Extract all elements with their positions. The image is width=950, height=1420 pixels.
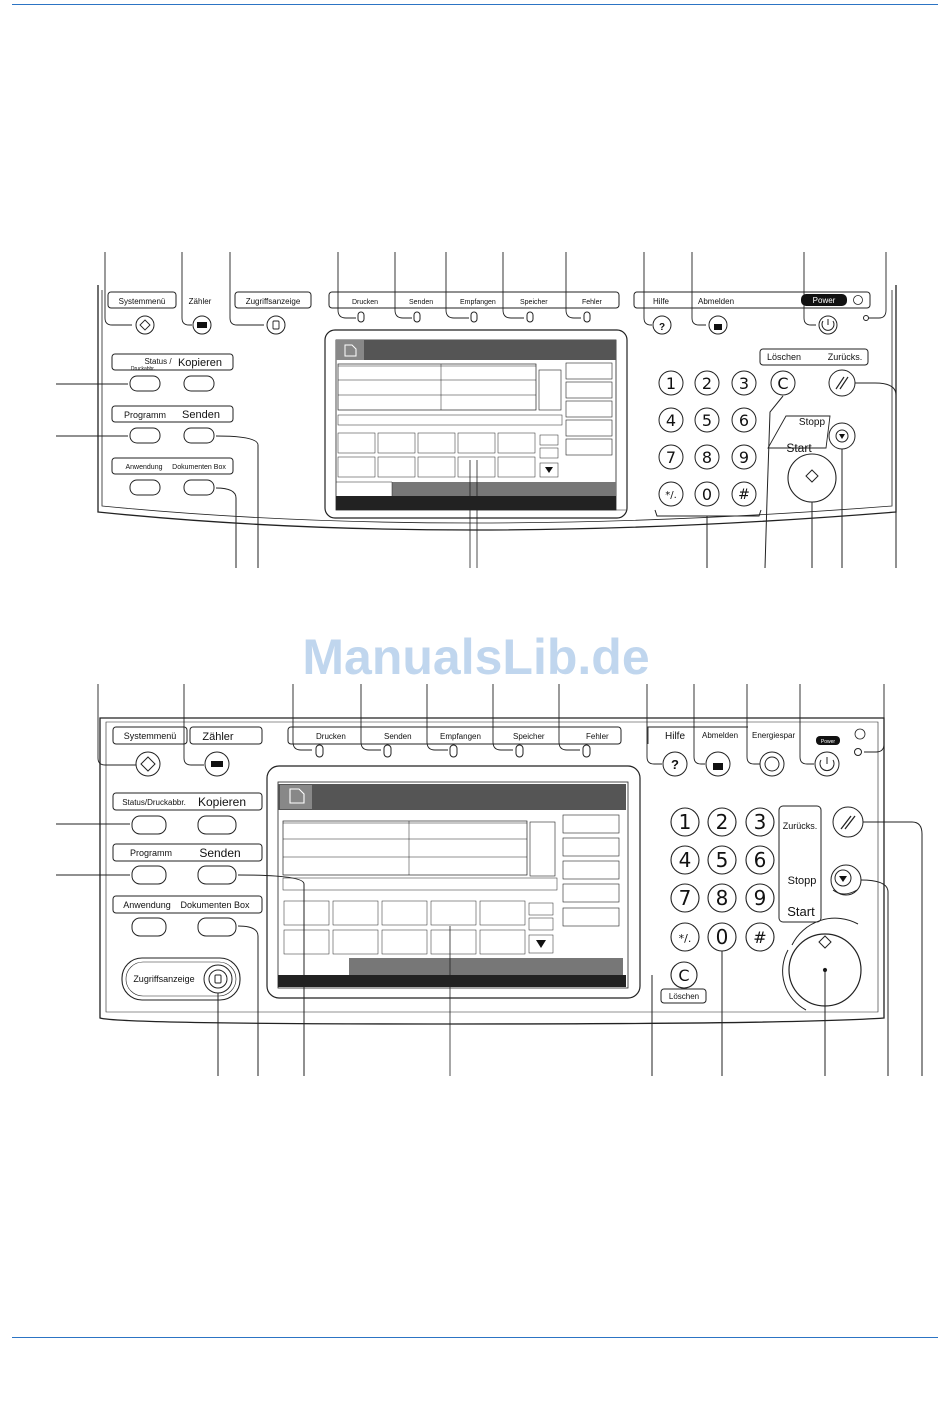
p1-key-3[interactable]: 3 bbox=[739, 374, 749, 393]
p2-header-fehler: Fehler bbox=[586, 732, 609, 741]
p2-key-2[interactable]: 2 bbox=[716, 810, 729, 834]
p2-copy-label: Kopieren bbox=[198, 795, 246, 809]
p1-clear-label: Löschen bbox=[767, 352, 801, 362]
p1-key-star[interactable]: */. bbox=[665, 490, 677, 501]
p2-key-9[interactable]: 9 bbox=[754, 886, 767, 910]
left-buttons-1[interactable] bbox=[129, 375, 215, 496]
p1-send-label: Senden bbox=[182, 409, 220, 421]
p1-key-9[interactable]: 9 bbox=[739, 448, 749, 467]
p2-application-label: Anwendung bbox=[123, 900, 171, 910]
callout-lines-top-2 bbox=[97, 684, 885, 766]
p1-header-power: Power bbox=[813, 296, 836, 305]
p2-stop-label: Stopp bbox=[788, 875, 817, 887]
p1-header-hilfe: Hilfe bbox=[653, 297, 670, 306]
p2-header-senden: Senden bbox=[384, 732, 412, 741]
p2-help-icon[interactable]: ? bbox=[671, 757, 679, 772]
p1-help-icon[interactable]: ? bbox=[659, 322, 665, 333]
p1-start-label: Start bbox=[786, 441, 812, 455]
p1-header-fehler: Fehler bbox=[582, 299, 603, 306]
p1-header-systemmenu: Systemmenü bbox=[119, 297, 166, 306]
p2-key-7[interactable]: 7 bbox=[679, 886, 692, 910]
p1-header-speicher: Speicher bbox=[520, 299, 548, 306]
p2-key-4[interactable]: 4 bbox=[679, 848, 692, 872]
p1-key-4[interactable]: 4 bbox=[666, 411, 676, 430]
p1-key-8[interactable]: 8 bbox=[702, 448, 712, 467]
p2-header-energiespar: Energiespar bbox=[752, 731, 795, 740]
p1-status-label: Status / bbox=[144, 357, 172, 366]
p2-start-label: Start bbox=[787, 904, 815, 919]
p1-key-1[interactable]: 1 bbox=[666, 374, 676, 393]
p2-key-3[interactable]: 3 bbox=[754, 810, 767, 834]
top-rule bbox=[12, 4, 938, 5]
p1-program-label: Programm bbox=[124, 410, 166, 420]
p1-key-7[interactable]: 7 bbox=[666, 448, 676, 467]
callout-lines-top-1 bbox=[104, 252, 887, 326]
p2-header-abmelden: Abmelden bbox=[702, 731, 738, 740]
p2-key-6[interactable]: 6 bbox=[754, 848, 767, 872]
panel-2 bbox=[56, 684, 923, 1076]
p2-power-text: Power bbox=[821, 739, 836, 745]
p2-key-8[interactable]: 8 bbox=[716, 886, 729, 910]
p1-application-label: Anwendung bbox=[126, 464, 163, 471]
p1-header-senden: Senden bbox=[409, 299, 433, 306]
p1-key-hash[interactable]: # bbox=[738, 487, 750, 503]
p2-docbox-label: Dokumenten Box bbox=[180, 900, 250, 910]
p1-header-zaehler: Zähler bbox=[189, 297, 212, 306]
p1-header-empfangen: Empfangen bbox=[460, 299, 496, 306]
p2-clear-label: Löschen bbox=[669, 992, 699, 1001]
p2-header-zaehler: Zähler bbox=[202, 731, 234, 743]
p1-key-0[interactable]: 0 bbox=[702, 485, 712, 504]
p2-key-clear[interactable]: C bbox=[678, 966, 689, 985]
p2-key-0[interactable]: 0 bbox=[716, 925, 729, 949]
left-buttons-2[interactable] bbox=[131, 815, 237, 937]
p1-status-sublabel: Druckabbr. bbox=[131, 366, 155, 372]
panel-1 bbox=[56, 252, 897, 569]
p1-key-6[interactable]: 6 bbox=[739, 411, 749, 430]
p1-header-drucken: Drucken bbox=[352, 299, 378, 306]
p2-header-speicher: Speicher bbox=[513, 732, 545, 741]
watermark: ManualsLib.de bbox=[302, 629, 649, 685]
p1-stop-label: Stopp bbox=[799, 417, 826, 428]
p2-header-systemmenu: Systemmenü bbox=[124, 731, 177, 741]
p2-key-5[interactable]: 5 bbox=[716, 848, 729, 872]
p1-key-clear[interactable]: C bbox=[777, 374, 788, 393]
bottom-rule bbox=[12, 1337, 938, 1338]
p1-header-zugriffsanzeige: Zugriffsanzeige bbox=[246, 297, 301, 306]
p2-header-drucken: Drucken bbox=[316, 732, 346, 741]
keypad-1[interactable] bbox=[658, 369, 856, 507]
p2-send-label: Senden bbox=[199, 846, 240, 860]
p2-key-hash[interactable]: # bbox=[753, 928, 766, 947]
p2-status-label: Status/Druckabbr. bbox=[122, 798, 186, 807]
p2-key-star[interactable]: */. bbox=[679, 932, 692, 945]
p1-key-5[interactable]: 5 bbox=[702, 411, 712, 430]
p2-header-hilfe: Hilfe bbox=[665, 731, 685, 742]
p2-header-empfangen: Empfangen bbox=[440, 732, 481, 741]
p1-header-abmelden: Abmelden bbox=[698, 297, 734, 306]
p1-key-2[interactable]: 2 bbox=[702, 374, 712, 393]
p1-docbox-label: Dokumenten Box bbox=[172, 464, 226, 471]
keypad-2[interactable] bbox=[670, 807, 775, 989]
p2-access-label: Zugriffsanzeige bbox=[133, 974, 194, 984]
p2-program-label: Programm bbox=[130, 848, 172, 858]
p2-key-1[interactable]: 1 bbox=[679, 810, 692, 834]
p1-copy-label: Kopieren bbox=[178, 357, 222, 369]
p1-reset-label: Zurücks. bbox=[828, 352, 863, 362]
p2-reset-label: Zurücks. bbox=[783, 821, 818, 831]
